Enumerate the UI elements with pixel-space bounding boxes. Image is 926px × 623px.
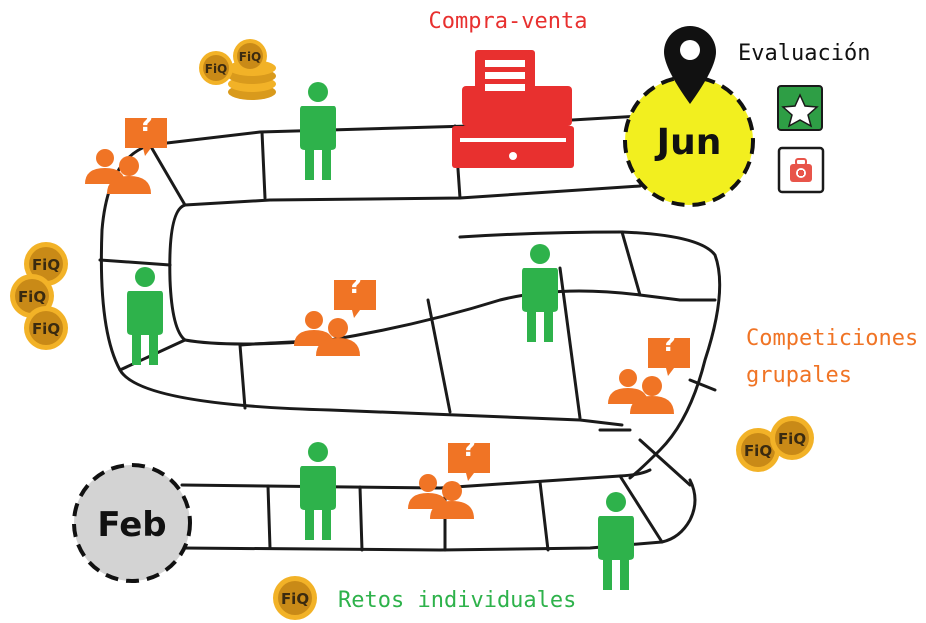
coin-icon: FiQ — [24, 306, 68, 350]
location-pin-icon — [664, 26, 716, 104]
svg-text:FiQ: FiQ — [18, 288, 46, 306]
team-question-icon — [608, 338, 690, 414]
question-mark: ? — [462, 434, 476, 462]
question-mark: ? — [139, 109, 153, 137]
cash-register-icon — [452, 50, 574, 168]
coin-icon: FiQ — [233, 39, 267, 73]
svg-text:FiQ: FiQ — [239, 50, 262, 64]
svg-text:FiQ: FiQ — [281, 590, 309, 608]
coin-stack: FiQ FiQ — [199, 39, 276, 100]
track-bottom-outer — [180, 468, 652, 490]
svg-text:FiQ: FiQ — [32, 320, 60, 338]
coin-icon: FiQ — [24, 242, 68, 286]
star-badge-icon — [777, 85, 823, 131]
person-icon — [522, 244, 558, 342]
question-mark: ? — [348, 271, 362, 299]
first-aid-kit-icon — [777, 146, 825, 194]
team-question-icon — [294, 280, 376, 356]
svg-text:FiQ: FiQ — [744, 442, 772, 460]
svg-text:FiQ: FiQ — [205, 62, 228, 76]
team-question-icon — [408, 443, 490, 519]
coin-icon: FiQ — [199, 51, 233, 85]
question-mark: ? — [662, 329, 676, 357]
milestone-start-label: Feb — [97, 505, 166, 545]
label-buy-sell: Compra-venta — [429, 9, 588, 34]
milestone-end-label: Jun — [654, 122, 722, 163]
person-icon — [300, 442, 336, 540]
coin-icon: FiQ — [770, 416, 814, 460]
track — [98, 114, 722, 552]
svg-text:FiQ: FiQ — [32, 256, 60, 274]
coin-icon: FiQ — [273, 576, 317, 620]
track-right-inner — [458, 230, 624, 239]
track-top-inner — [168, 184, 682, 346]
person-icon — [127, 267, 163, 365]
milestone-end: Jun — [623, 75, 755, 207]
coin-icon: FiQ — [736, 428, 780, 472]
label-individual-challenges: Retos individuales — [338, 588, 576, 613]
person-icon — [598, 492, 634, 590]
person-icon — [300, 82, 336, 180]
svg-text:FiQ: FiQ — [778, 430, 806, 448]
label-evaluation: Evaluación — [738, 41, 870, 66]
milestone-start: Feb — [72, 463, 192, 583]
label-group-competitions-2: grupales — [746, 363, 852, 388]
label-group-competitions-1: Competiciones — [746, 326, 918, 351]
